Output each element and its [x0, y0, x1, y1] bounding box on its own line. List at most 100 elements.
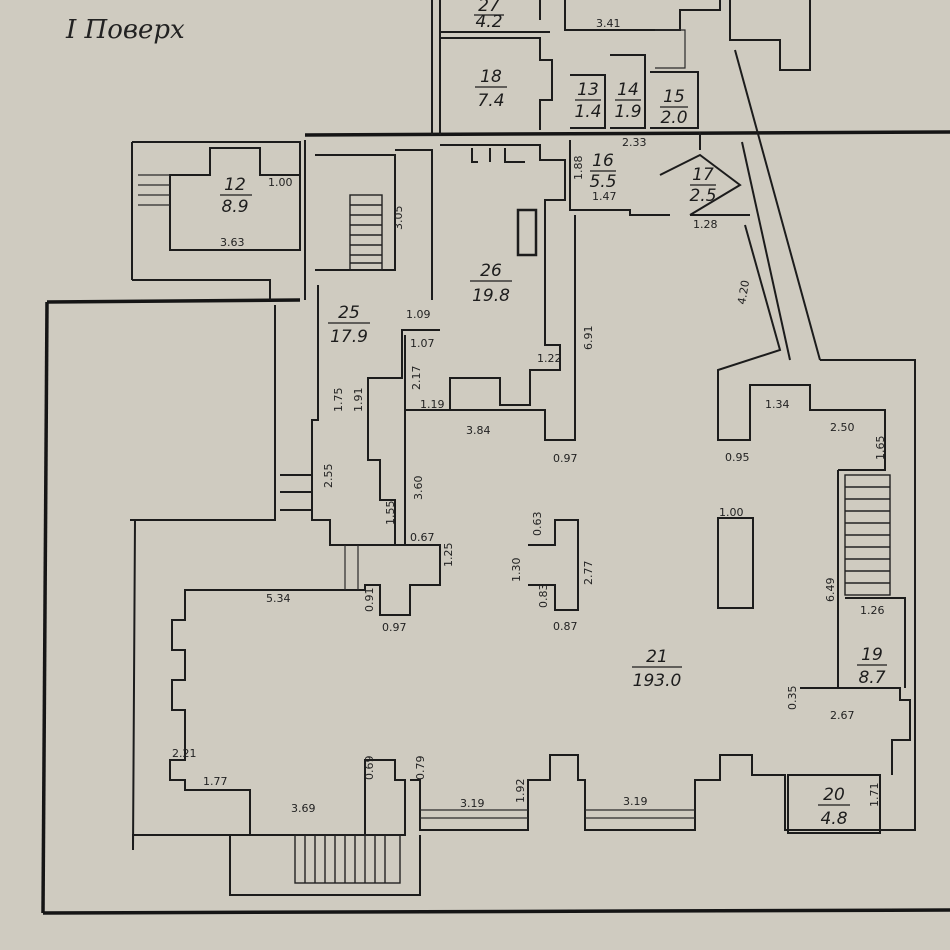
- dimension: 3.69: [291, 802, 316, 815]
- dimension: 3.60: [412, 476, 425, 501]
- room-number: 16: [592, 151, 614, 171]
- dimension: 3.05: [392, 206, 405, 231]
- dimension: 2.67: [830, 709, 855, 722]
- room-area: 1.4: [574, 102, 601, 122]
- room-number: 18: [480, 67, 502, 87]
- dimension: 3.63: [220, 236, 245, 249]
- room-label-12: 12 8.9: [220, 175, 252, 217]
- dimension: 1.25: [442, 543, 455, 568]
- dimension: 2.21: [172, 747, 197, 760]
- room-21-walls: [130, 214, 916, 896]
- dimension: 1.65: [874, 436, 887, 461]
- dimension: 0.35: [786, 686, 799, 711]
- dimension: 0.67: [410, 531, 435, 544]
- dimension: 3.84: [466, 424, 491, 437]
- room-number: 14: [617, 80, 639, 100]
- dimension: 0.91: [363, 588, 376, 613]
- dimension: 6.49: [824, 578, 837, 603]
- room-number: 27: [478, 0, 500, 16]
- dimension: 1.34: [765, 398, 790, 411]
- room-area: 8.7: [858, 668, 885, 688]
- dimension: 1.09: [406, 308, 431, 321]
- dimension: 5.34: [266, 592, 291, 605]
- room-area: 4.2: [475, 12, 502, 32]
- room-area: 5.5: [589, 172, 616, 192]
- room-label-13: 13 1.4: [574, 80, 601, 122]
- room-label-27: 27 4.2: [474, 0, 504, 32]
- room-label-14: 14 1.9: [614, 80, 641, 122]
- room-number: 20: [823, 785, 845, 805]
- dimension: 1.92: [514, 779, 527, 804]
- dimension: 1.22: [537, 352, 562, 365]
- room-number: 19: [861, 645, 883, 665]
- room-area: 1.9: [614, 102, 641, 122]
- dimension: 1.75: [332, 388, 345, 413]
- room-label-18: 18 7.4: [475, 67, 507, 111]
- dimension: 6.91: [582, 326, 595, 351]
- dimension: 0.79: [414, 756, 427, 781]
- room-number: 26: [480, 261, 502, 281]
- stairs-upper-left: [349, 194, 383, 271]
- room-area: 2.5: [689, 186, 716, 206]
- room-number: 21: [646, 647, 668, 667]
- dimension: 1.47: [592, 190, 617, 203]
- room-26-walls: [404, 144, 566, 411]
- room-labels: 12 8.9 13 1.4 14 1.9 15 2.0 16 5.5 17 2.…: [220, 0, 887, 829]
- room-25-walls: [280, 285, 440, 546]
- dimension: 1.07: [410, 337, 435, 350]
- stairs-right: [844, 474, 891, 596]
- room-area: 19.8: [472, 286, 510, 306]
- room-area: 7.4: [477, 91, 504, 111]
- room-label-20: 20 4.8: [818, 785, 850, 829]
- stairwell-25-walls: [304, 140, 433, 300]
- dimension: 2.77: [582, 561, 595, 586]
- dimension: 0.69: [363, 756, 376, 781]
- room-label-19: 19 8.7: [857, 645, 887, 688]
- room-number: 12: [224, 175, 246, 195]
- dimension: 3.19: [460, 797, 485, 810]
- dimension: 1.00: [268, 176, 293, 189]
- dimension: 1.55: [384, 501, 397, 526]
- room-area: 193.0: [633, 671, 682, 691]
- dimension: 4.20: [735, 279, 752, 305]
- room-number: 17: [692, 165, 714, 185]
- floor-title: I Поверх: [65, 15, 185, 45]
- dimension: 1.77: [203, 775, 228, 788]
- room-area: 4.8: [820, 809, 847, 829]
- room-area: 2.0: [660, 108, 687, 128]
- room-area: 8.9: [221, 197, 248, 217]
- dimension: 0.87: [553, 620, 578, 633]
- dimension: 1.28: [693, 218, 718, 231]
- dimension: 1.71: [868, 783, 881, 808]
- room-area: 17.9: [330, 327, 368, 347]
- dimension: 2.33: [622, 136, 647, 149]
- room-label-16: 16 5.5: [589, 151, 616, 192]
- outer-walls: [41, 130, 950, 915]
- dimension: 2.17: [410, 366, 423, 391]
- room-number: 25: [338, 303, 360, 323]
- dimension: 0.83: [537, 584, 550, 609]
- room-number: 13: [577, 80, 599, 100]
- dimension: 0.95: [725, 451, 750, 464]
- room-label-21: 21 193.0: [632, 647, 682, 691]
- dimension: 0.97: [382, 621, 407, 634]
- dimension: 1.00: [719, 506, 744, 519]
- dimension: 2.50: [830, 421, 855, 434]
- dimension: 1.26: [860, 604, 885, 617]
- dimension: 0.97: [553, 452, 578, 465]
- room-12-walls: [131, 141, 301, 300]
- room-label-25: 25 17.9: [328, 303, 370, 347]
- rooms-16-17-walls: [569, 132, 742, 216]
- room-label-15: 15 2.0: [660, 87, 688, 128]
- dimension: 1.19: [420, 398, 445, 411]
- room-label-26: 26 19.8: [470, 261, 512, 306]
- dimension: 1.91: [352, 388, 365, 413]
- dimension: 3.19: [623, 795, 648, 808]
- dimension-labels: 1.00 3.63 3.05 1.09 1.07 2.17 1.19 1.22 …: [172, 17, 887, 815]
- dimension: 1.88: [572, 156, 585, 181]
- dimension: 2.55: [322, 464, 335, 489]
- stairs-entrance: [294, 834, 401, 884]
- dimension: 0.63: [531, 512, 544, 537]
- dimension: 3.41: [596, 17, 621, 30]
